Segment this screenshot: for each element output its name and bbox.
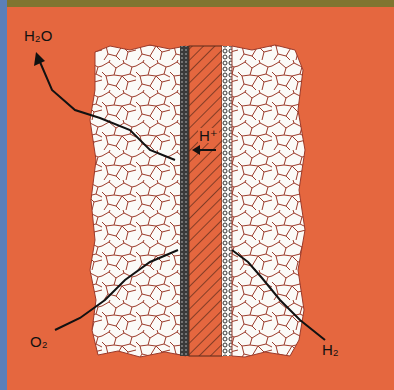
oxidant-label: O₂	[30, 334, 48, 349]
product-label: H₂O	[24, 28, 52, 43]
ion-label: H⁺	[198, 128, 219, 143]
fuel-label: H₂	[322, 342, 339, 357]
